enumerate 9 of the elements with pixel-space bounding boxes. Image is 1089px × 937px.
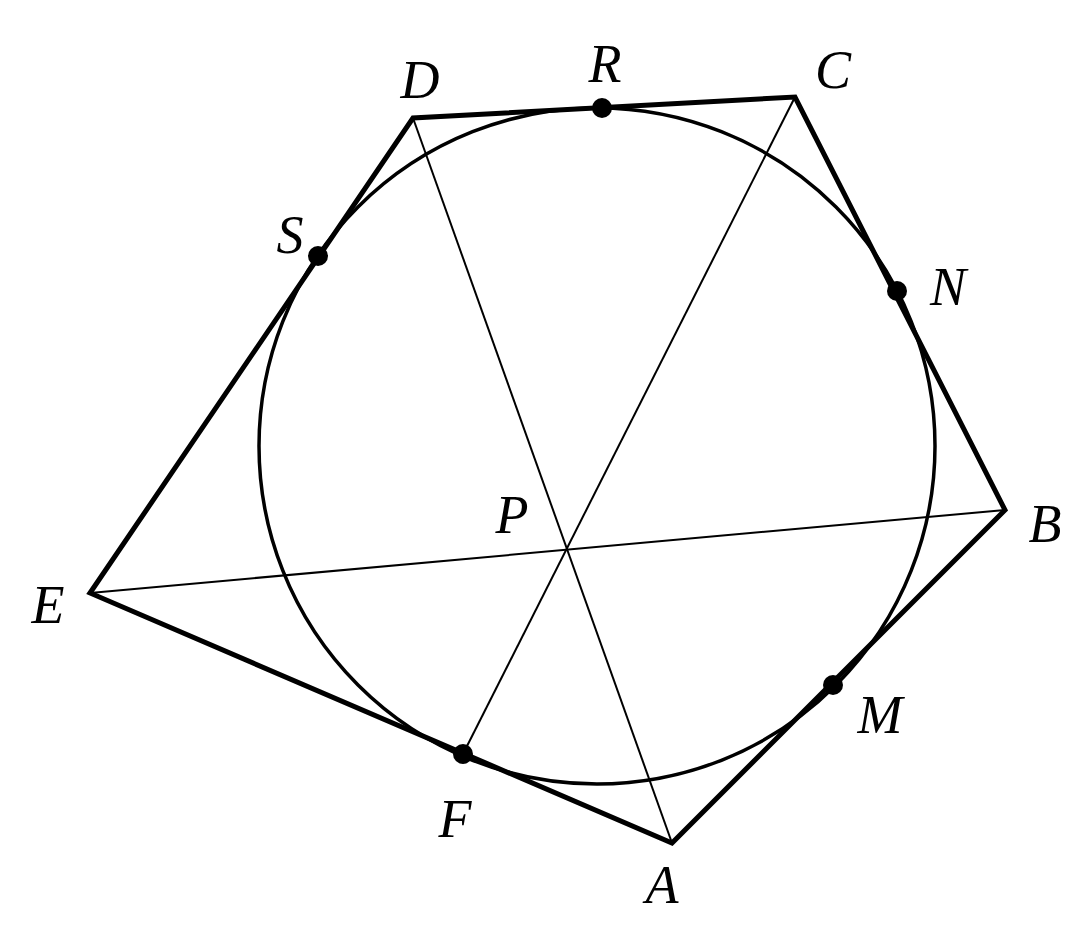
point-label: S [276, 208, 304, 262]
point-label: F [438, 792, 472, 846]
point-label: M [857, 688, 903, 742]
point-label: B [1028, 497, 1062, 551]
point-label: D [400, 53, 440, 107]
point-label: P [495, 488, 529, 542]
point-label: R [588, 37, 622, 91]
point-label: E [31, 578, 65, 632]
point-label: C [815, 43, 851, 97]
